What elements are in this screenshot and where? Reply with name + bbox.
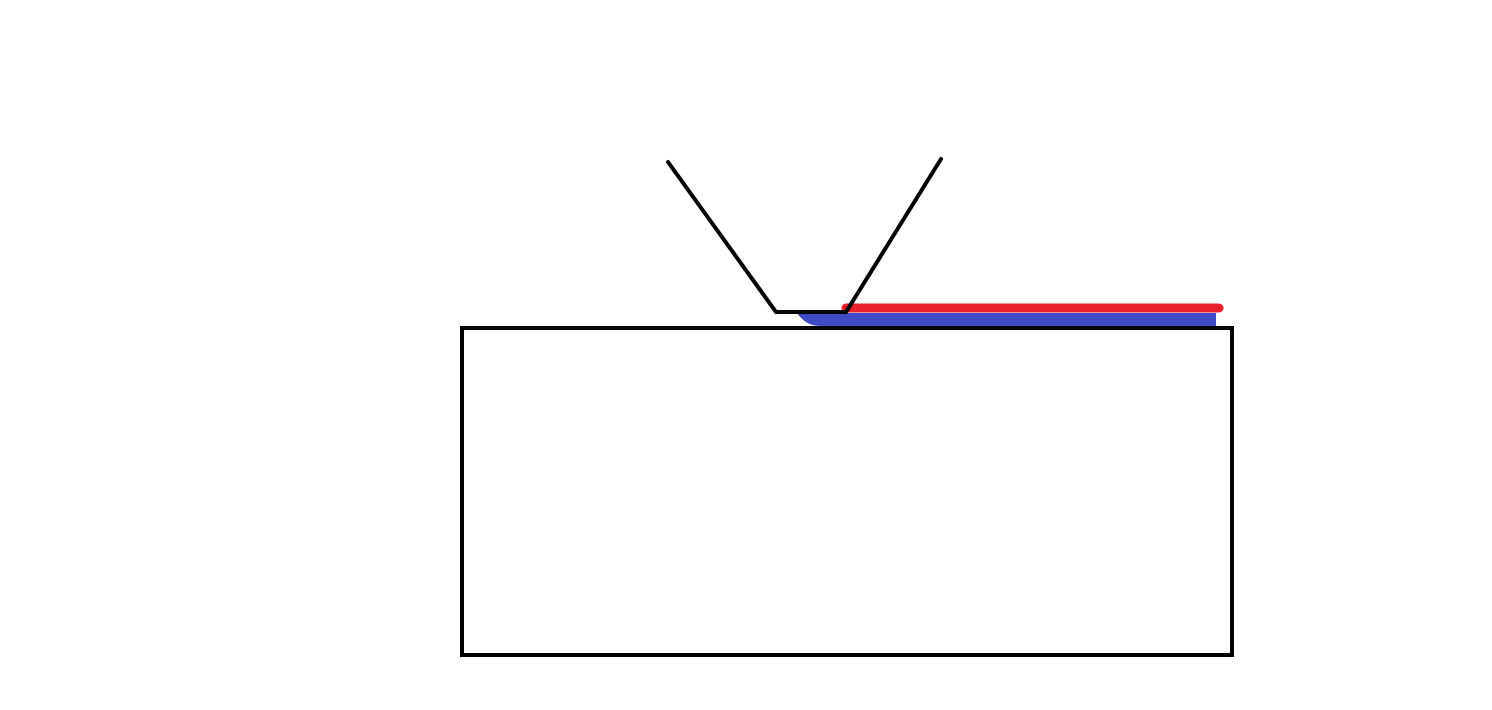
substrate-rectangle — [460, 326, 1234, 657]
blue-layer-strip — [797, 313, 1216, 326]
probe-tip-outline — [666, 157, 943, 314]
